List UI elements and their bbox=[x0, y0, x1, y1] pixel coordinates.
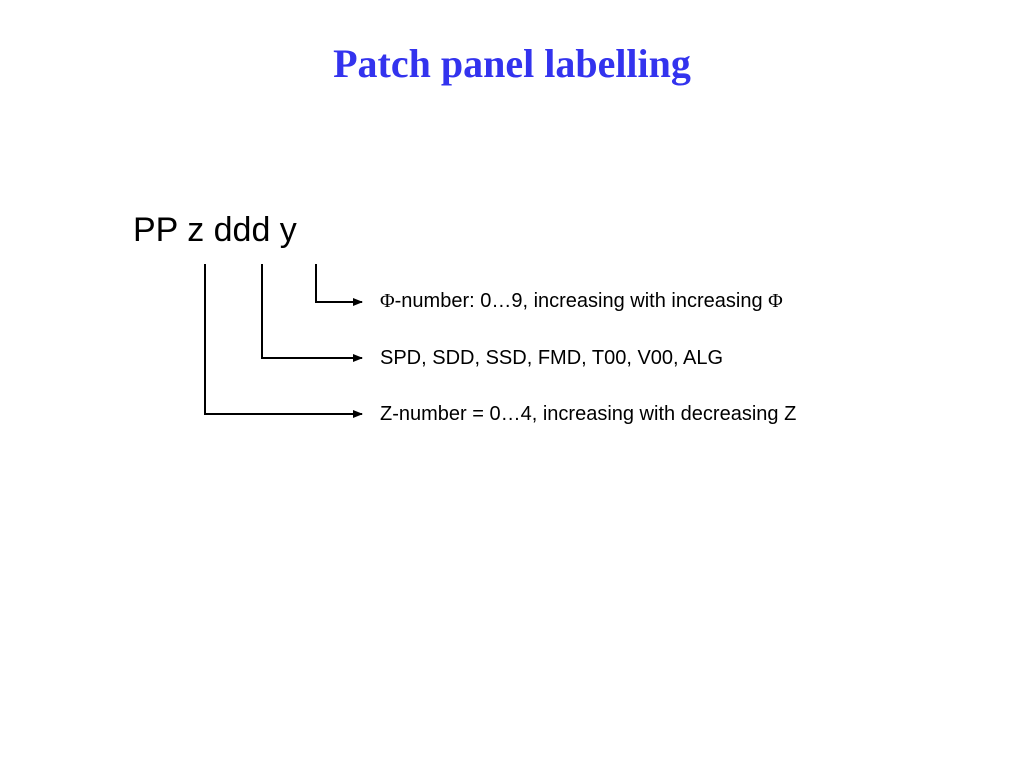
page-title: Patch panel labelling bbox=[333, 41, 691, 86]
z-number-description: Z-number = 0…4, increasing with decreasi… bbox=[380, 403, 797, 425]
ddd-types-description: SPD, SDD, SSD, FMD, T00, V00, ALG bbox=[380, 347, 724, 369]
phi-number-text: -number: 0…9, increasing with increasing bbox=[394, 290, 769, 312]
connector-ddd-to-types bbox=[261, 264, 363, 362]
phi-number-description: Φ-number: 0…9, increasing with increasin… bbox=[380, 289, 783, 313]
phi-symbol: Φ bbox=[380, 290, 395, 312]
phi-symbol-end: Φ bbox=[768, 290, 783, 312]
connector-z-to-znumber bbox=[204, 264, 363, 418]
connector-y-to-phi bbox=[315, 264, 363, 306]
label-code: PP z ddd y bbox=[133, 211, 297, 249]
